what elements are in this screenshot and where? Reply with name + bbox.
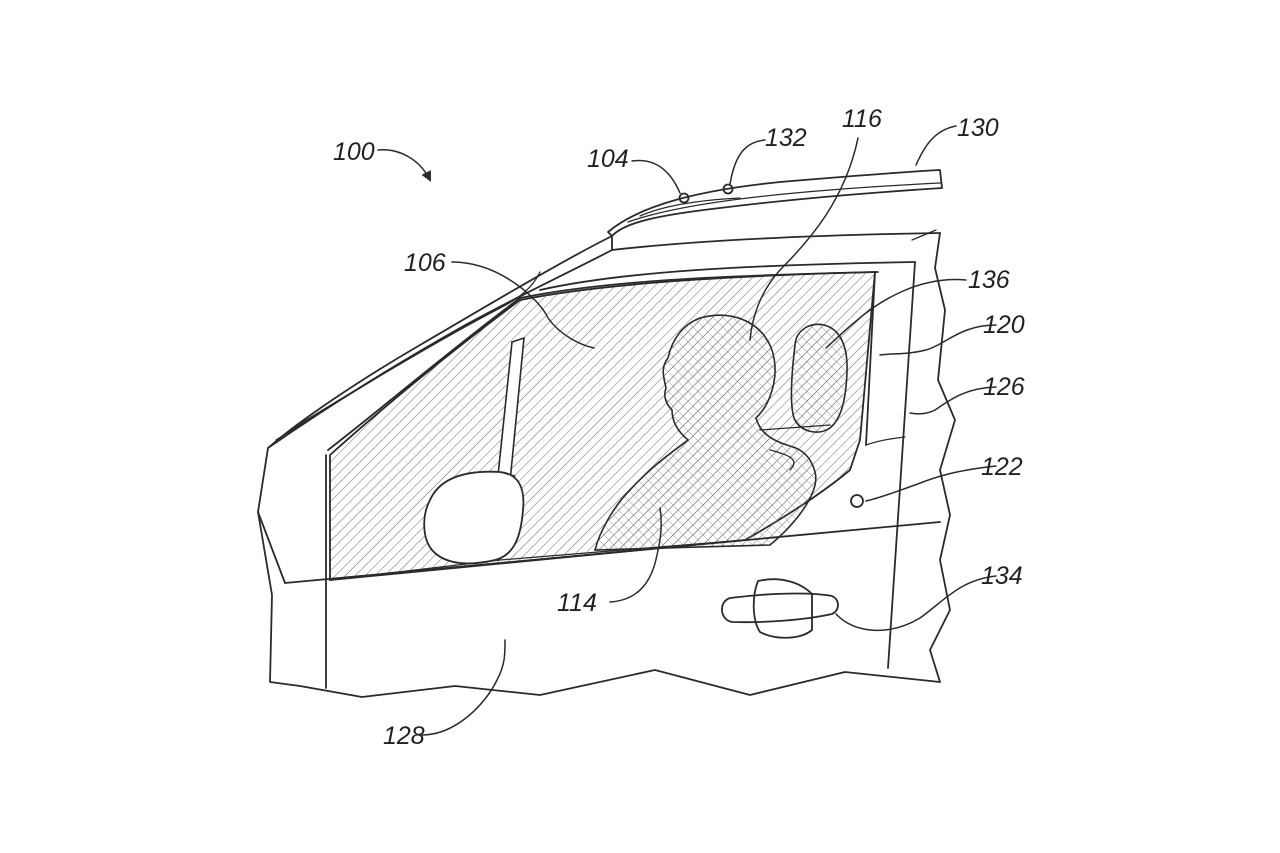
sensor-132 xyxy=(722,183,734,195)
label-128: 128 xyxy=(383,722,425,750)
leader-lines xyxy=(377,125,997,736)
label-120: 120 xyxy=(983,311,1025,339)
label-116: 116 xyxy=(842,105,882,133)
door-body xyxy=(257,229,956,698)
label-106: 106 xyxy=(404,249,446,277)
label-134: 134 xyxy=(981,562,1023,590)
roof-rail xyxy=(607,169,943,237)
side-mirror xyxy=(423,470,525,565)
label-132: 132 xyxy=(765,124,807,152)
label-122: 122 xyxy=(981,453,1023,481)
occupant xyxy=(593,314,817,551)
label-100: 100 xyxy=(333,138,375,166)
door-button xyxy=(850,494,864,508)
label-104: 104 xyxy=(587,145,629,173)
door-handle xyxy=(721,578,839,639)
label-114: 114 xyxy=(557,589,597,617)
label-126: 126 xyxy=(983,373,1025,401)
label-130: 130 xyxy=(957,114,999,142)
headrest xyxy=(759,323,848,471)
label-136: 136 xyxy=(968,266,1010,294)
reference-labels: 100 104 132 116 130 106 136 120 126 122 … xyxy=(333,105,1025,750)
sensor-104 xyxy=(678,192,690,204)
